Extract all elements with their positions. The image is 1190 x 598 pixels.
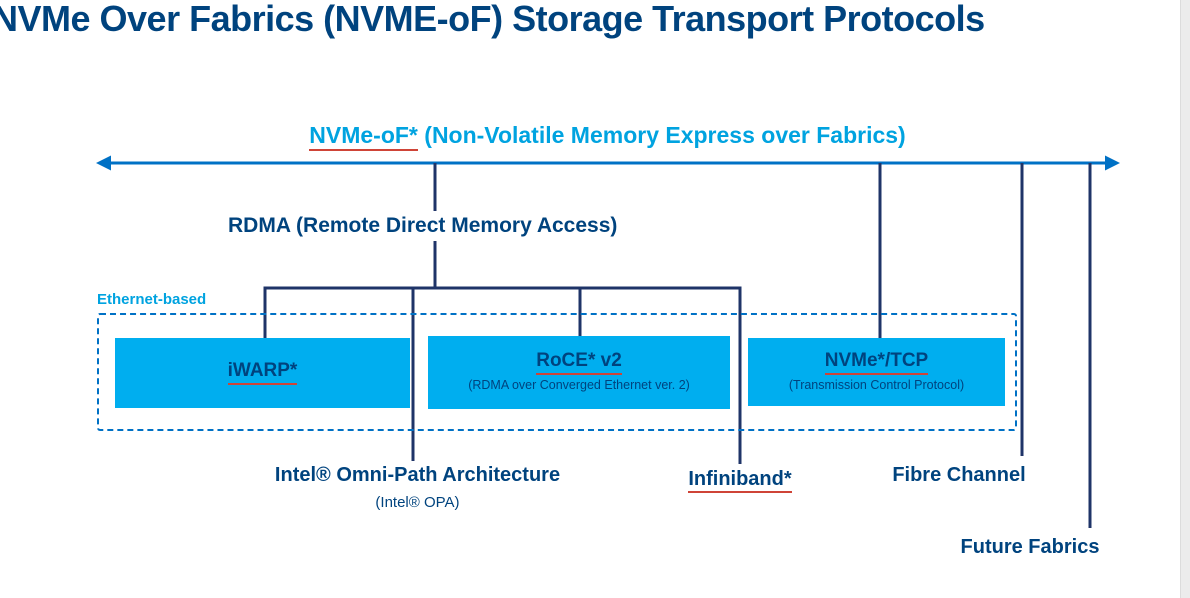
future-fabrics-label: Future Fabrics	[960, 536, 1100, 558]
nvme-of-heading: NVMe-oF* (Non-Volatile Memory Express ov…	[95, 122, 1120, 151]
nvme-of-arrow	[96, 155, 1120, 171]
nvme-tcp-label: NVMe*/TCP	[824, 350, 929, 375]
ethernet-group-outline	[97, 313, 1017, 431]
iwarp-label: iWARP*	[227, 360, 298, 385]
arrowhead-right-icon	[1105, 155, 1120, 171]
nvme-tcp-sublabel: (Transmission Control Protocol)	[788, 377, 965, 392]
omni-path-subtitle: (Intel® OPA)	[375, 494, 460, 511]
nvme-tcp-box: NVMe*/TCP (Transmission Control Protocol…	[748, 338, 1005, 406]
fibre-channel-label: Fibre Channel	[892, 464, 1026, 486]
roce-sublabel: (RDMA over Converged Ethernet ver. 2)	[468, 378, 690, 393]
iwarp-box: iWARP*	[115, 338, 410, 408]
omni-path-label: Intel® Omni-Path Architecture (Intel® OP…	[230, 464, 605, 511]
nvme-of-heading-rest: (Non-Volatile Memory Express over Fabric…	[417, 122, 906, 148]
arrowhead-left-icon	[96, 155, 111, 171]
nvme-of-term: NVMe-oF*	[309, 122, 418, 151]
infiniband-text: Infiniband*	[688, 468, 792, 493]
rdma-label: RDMA (Remote Direct Memory Access)	[220, 211, 626, 241]
infiniband-label: Infiniband*	[655, 468, 825, 493]
roce-label: RoCE* v2	[536, 350, 622, 376]
ethernet-based-label: Ethernet-based	[97, 291, 207, 308]
roce-box: RoCE* v2 (RDMA over Converged Ethernet v…	[428, 336, 730, 409]
scrollbar-track[interactable]	[1180, 0, 1190, 598]
page-title: NVMe Over Fabrics (NVME-oF) Storage Tran…	[0, 0, 985, 39]
omni-path-title: Intel® Omni-Path Architecture	[274, 464, 561, 486]
